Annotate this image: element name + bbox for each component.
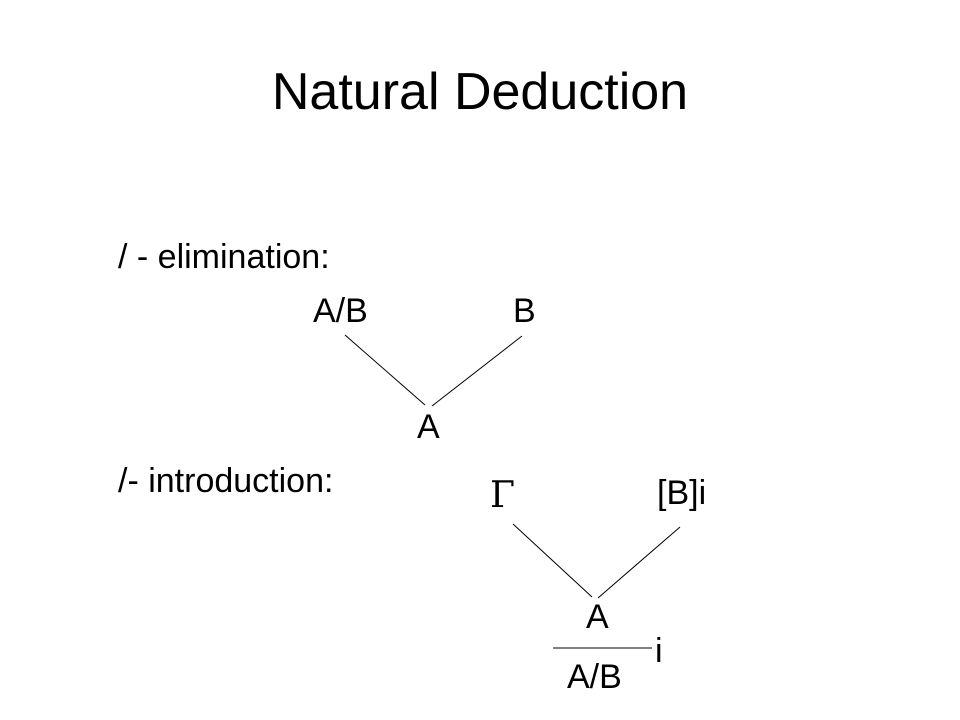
elimination-premise-left: A/B — [313, 292, 368, 330]
elimination-conclusion: A — [417, 408, 440, 446]
elimination-label: / - elimination: — [118, 238, 330, 276]
slide-title: Natural Deduction — [271, 63, 689, 121]
introduction-right-branch — [597, 526, 681, 599]
introduction-rule-index: i — [655, 632, 663, 670]
elimination-premise-right: B — [513, 292, 536, 330]
introduction-conclusion: A — [586, 598, 609, 636]
elimination-left-branch — [344, 334, 426, 406]
introduction-left-branch — [512, 523, 593, 598]
elimination-right-branch — [431, 335, 523, 407]
introduction-premise-right: [B]i — [657, 474, 707, 512]
introduction-label: /- introduction: — [118, 462, 334, 500]
introduction-result: A/B — [567, 658, 622, 696]
introduction-premise-left: Γ — [490, 475, 515, 516]
